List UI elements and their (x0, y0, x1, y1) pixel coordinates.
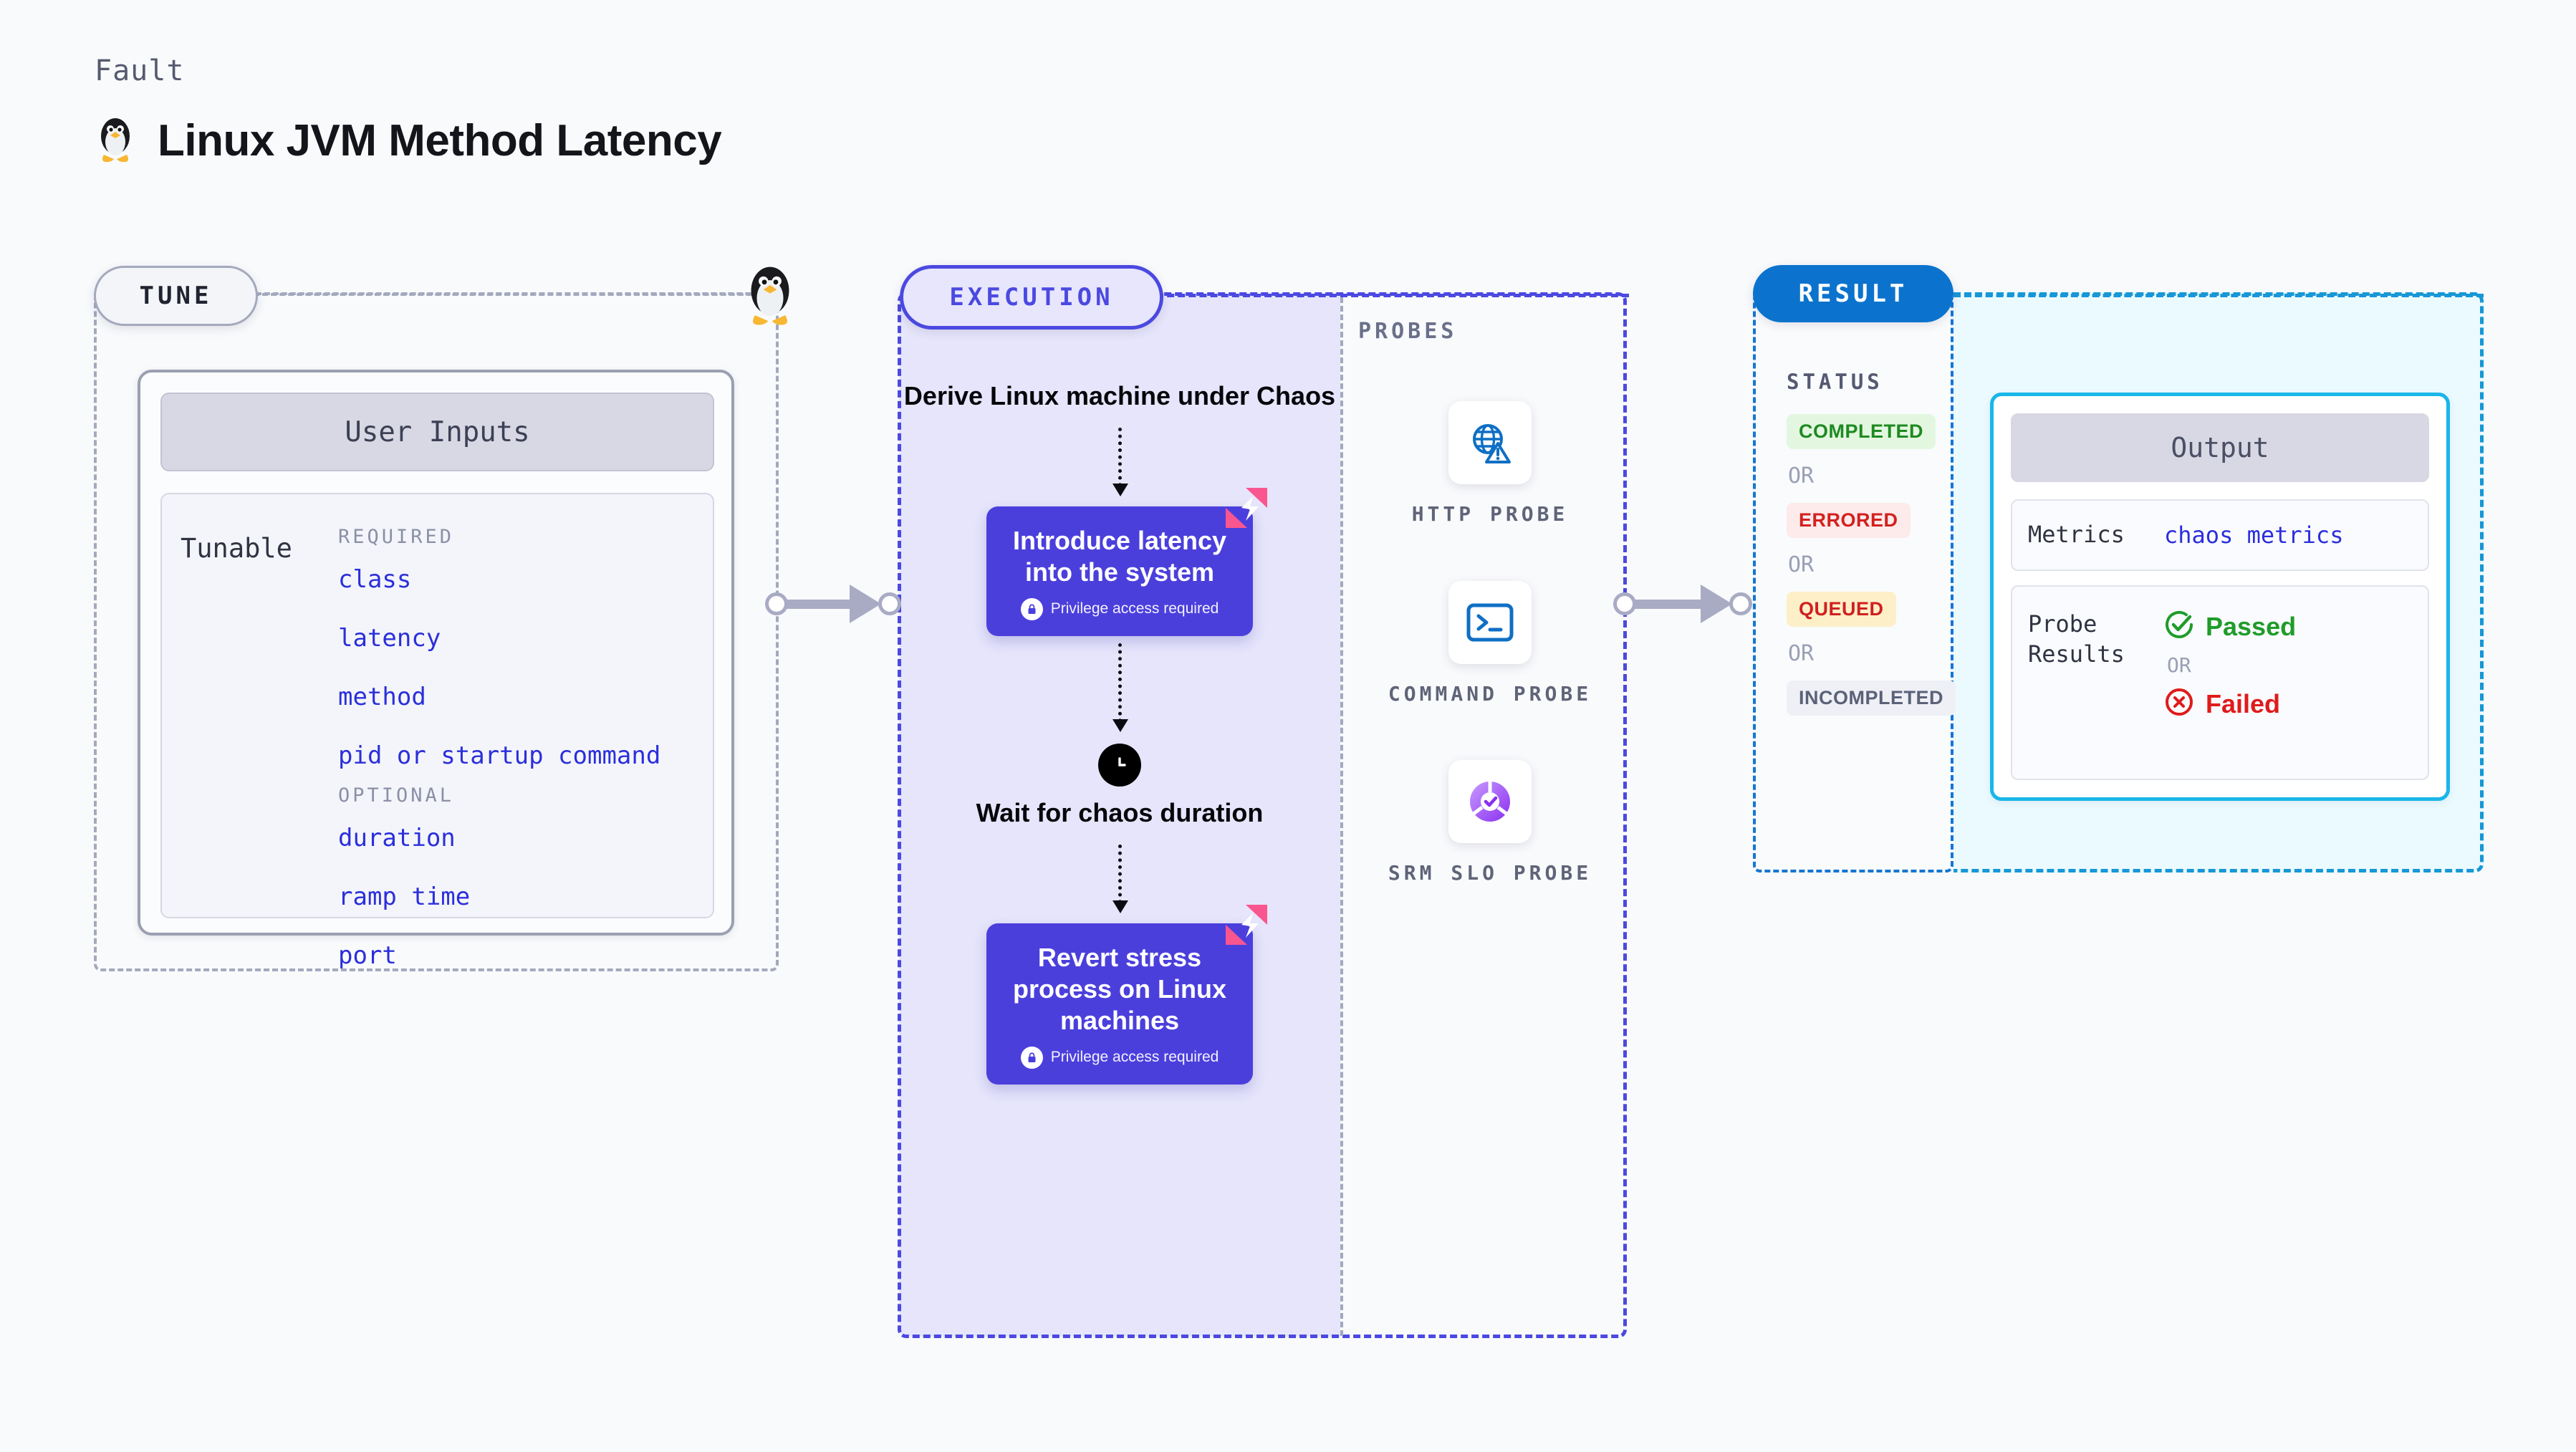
connector-line (1625, 600, 1721, 609)
probe-results-key: Probe Results (2028, 610, 2125, 668)
probe-item-http[interactable]: HTTP PROBE (1361, 401, 1619, 529)
action-label: Introduce latency into the system (1012, 526, 1227, 587)
or-separator: OR (2167, 653, 2191, 677)
tunable-list: REQUIRED class latency method pid or sta… (338, 526, 706, 984)
privilege-text: Privilege access required (1050, 600, 1219, 617)
status-badge-incompleted: INCOMPLETED (1787, 681, 1956, 716)
privilege-note: Privilege access required (999, 597, 1240, 620)
execution-stage-pill[interactable]: EXECUTION (900, 265, 1163, 330)
privilege-text: Privilege access required (1050, 1049, 1219, 1066)
user-inputs-header: User Inputs (160, 393, 714, 471)
status-badge-errored: ERRORED (1787, 503, 1911, 538)
harness-chaos-badge-icon (1224, 486, 1269, 529)
group-heading-required: REQUIRED (338, 526, 455, 548)
tune-dashed-connector (254, 293, 769, 296)
or-separator: OR (1788, 463, 1815, 489)
connector-start-dot (765, 592, 788, 615)
execution-step-introduce-latency[interactable]: Introduce latency into the system Privil… (986, 488, 1267, 636)
tunable-box: Tunable REQUIRED class latency method pi… (160, 493, 714, 970)
check-circle-icon (2164, 610, 2194, 643)
or-separator: OR (1788, 641, 1815, 666)
harness-chaos-badge-icon (1224, 903, 1269, 946)
flow-arrow-3 (1112, 844, 1128, 913)
fault-title-row: Linux JVM Method Latency (95, 115, 722, 167)
wait-label: Wait for chaos duration (976, 797, 1264, 827)
arrow-head-icon (850, 585, 881, 623)
x-circle-icon (2164, 687, 2194, 721)
globe-warning-icon (1448, 401, 1532, 484)
metrics-row: Metrics chaos metrics (2011, 499, 2429, 571)
status-section-label: STATUS (1787, 370, 1883, 394)
probes-divider (1340, 297, 1343, 1336)
connector-end-dot (1729, 592, 1752, 615)
tunable-item[interactable]: duration (338, 824, 456, 852)
tune-stage-pill[interactable]: TUNE (94, 266, 258, 326)
group-heading-optional: OPTIONAL (338, 784, 455, 807)
clock-icon (1098, 743, 1141, 787)
fault-kicker-label: Fault (95, 54, 185, 87)
status-list: COMPLETED OR ERRORED OR QUEUED OR INCOMP… (1787, 414, 1956, 716)
probes-section-label: PROBES (1358, 319, 1458, 344)
probe-label: SRM SLO PROBE (1388, 861, 1592, 885)
privilege-note: Privilege access required (999, 1046, 1240, 1069)
connector-execution-to-result (1613, 585, 1752, 623)
tunable-item[interactable]: latency (338, 624, 441, 653)
status-badge-completed: COMPLETED (1787, 414, 1936, 449)
output-card: Output Metrics chaos metrics Probe Resul… (1990, 393, 2450, 801)
tunable-item[interactable]: method (338, 683, 426, 711)
terminal-icon (1448, 580, 1532, 664)
probe-results-row: Probe Results Passed OR (2011, 585, 2429, 780)
arrow-head-icon (1701, 585, 1732, 623)
execution-step-revert-stress[interactable]: Revert stress process on Linux machines … (986, 904, 1267, 1085)
execution-flow: Derive Linux machine under Chaos Introdu… (899, 380, 1340, 1085)
result-dashed-connector (1953, 294, 2484, 297)
tunable-item[interactable]: ramp time (338, 883, 471, 911)
tunable-item[interactable]: pid or startup command (338, 741, 661, 770)
status-badge-queued: QUEUED (1787, 592, 1896, 627)
output-header: Output (2011, 413, 2429, 482)
flow-arrow-2 (1112, 643, 1128, 732)
probe-result-passed: Passed (2164, 610, 2296, 643)
execution-step-wait: Wait for chaos duration (899, 743, 1340, 829)
execution-step-derive: Derive Linux machine under Chaos (903, 381, 1336, 410)
lock-icon (1020, 597, 1043, 620)
linux-penguin-icon (741, 262, 799, 327)
action-label: Revert stress process on Linux machines (1012, 942, 1227, 1035)
passed-label: Passed (2206, 611, 2297, 641)
connector-line (777, 600, 870, 609)
tunable-label: Tunable (181, 533, 292, 564)
metrics-key: Metrics (2028, 521, 2125, 549)
result-status-panel (1753, 292, 1953, 872)
user-inputs-card: User Inputs Tunable REQUIRED class laten… (138, 370, 734, 970)
connector-tune-to-execution (765, 585, 901, 623)
probe-label: COMMAND PROBE (1388, 681, 1592, 706)
tunable-item[interactable]: port (338, 941, 397, 970)
lock-icon (1020, 1046, 1043, 1069)
tunable-item[interactable]: class (338, 565, 412, 594)
connector-start-dot (1613, 592, 1636, 615)
result-stage-pill[interactable]: RESULT (1753, 265, 1953, 322)
page-title: Linux JVM Method Latency (158, 116, 722, 165)
probe-result-failed: Failed (2164, 687, 2296, 721)
linux-penguin-icon (95, 115, 136, 167)
probe-item-command[interactable]: COMMAND PROBE (1361, 580, 1619, 709)
slo-donut-check-icon (1448, 760, 1532, 844)
probe-item-srm-slo[interactable]: SRM SLO PROBE (1361, 760, 1619, 888)
failed-label: Failed (2206, 688, 2281, 718)
execution-dashed-connector (1156, 294, 1629, 297)
probes-list: HTTP PROBE COMMAND PROBE (1361, 401, 1619, 940)
probe-label: HTTP PROBE (1411, 502, 1569, 526)
flow-arrow-1 (1112, 428, 1128, 496)
connector-end-dot (878, 592, 901, 615)
or-separator: OR (1788, 552, 1815, 577)
metrics-value[interactable]: chaos metrics (2164, 521, 2344, 549)
